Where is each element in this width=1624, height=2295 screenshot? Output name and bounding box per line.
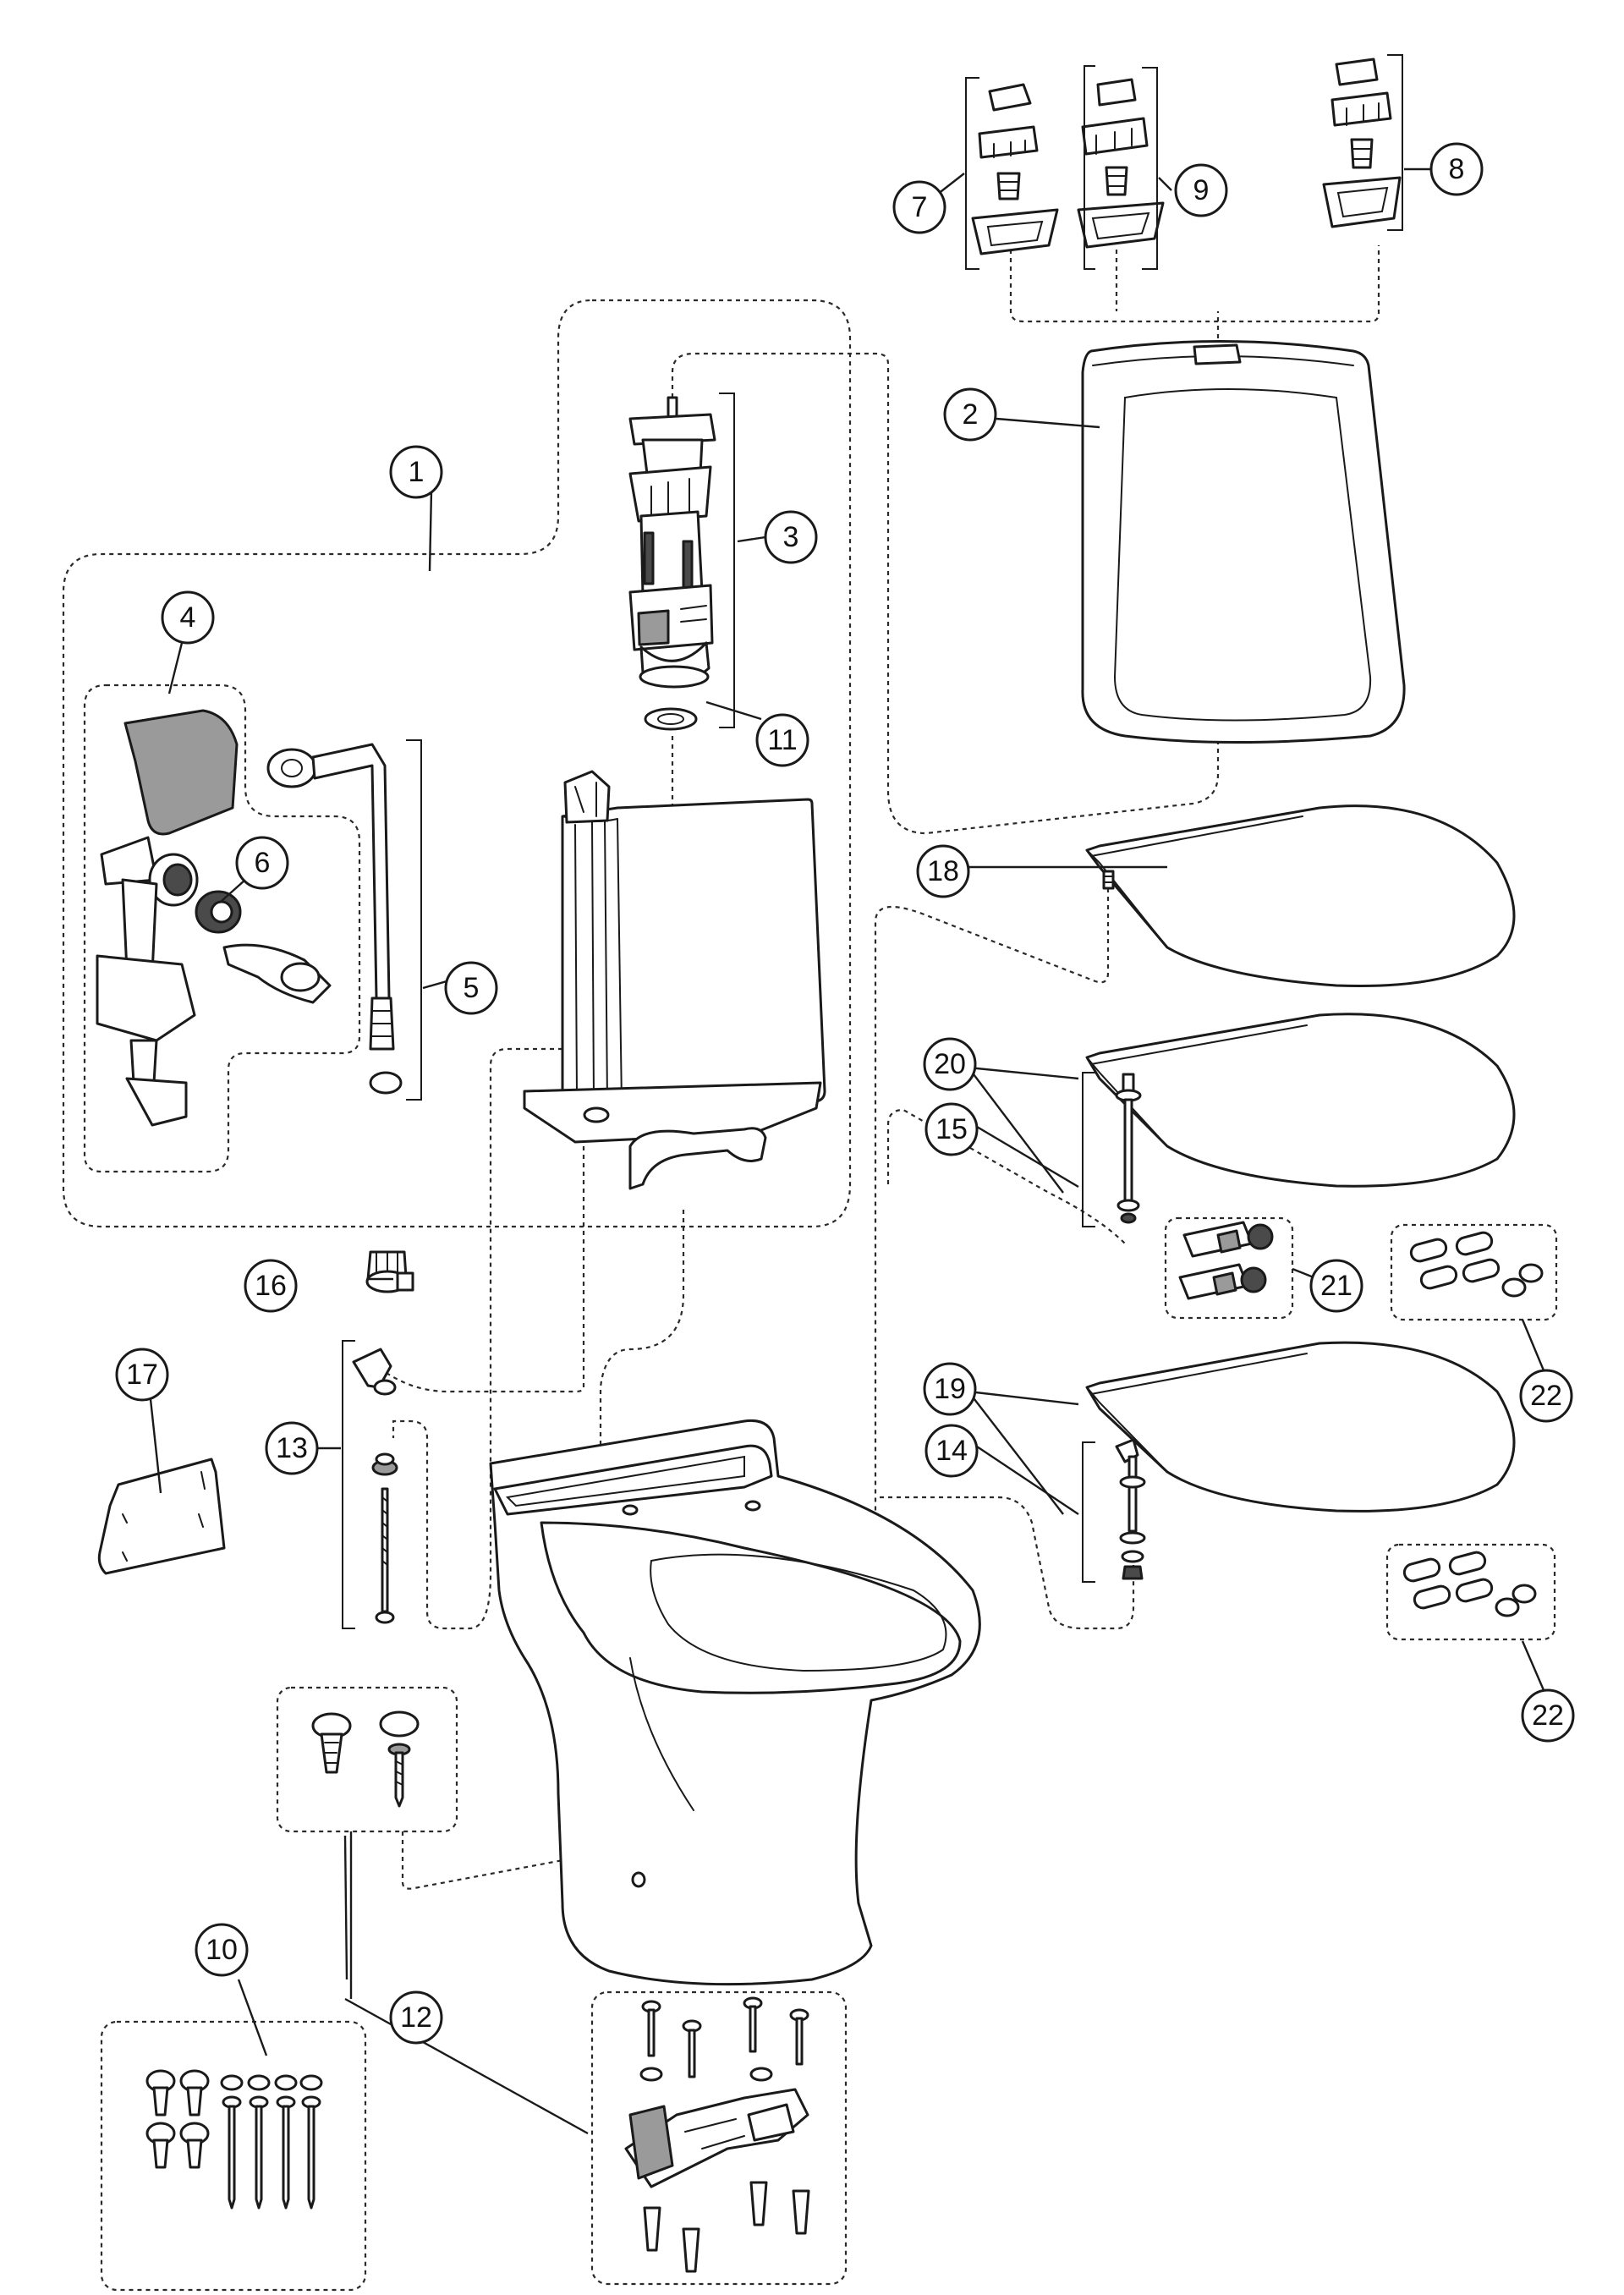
cistern-inner-tank <box>523 770 826 1190</box>
leader-lines <box>148 167 1545 2135</box>
part-21-adapters <box>1178 1221 1274 1300</box>
part-12-floor-fixings <box>624 1996 810 2273</box>
group-12-outline <box>590 1990 848 2286</box>
group-22a-outline <box>1390 1223 1558 1321</box>
callout-20: 20 <box>923 1037 977 1091</box>
callout-8: 8 <box>1429 142 1484 196</box>
brackets <box>342 54 1403 1629</box>
callout-10: 10 <box>195 1923 249 1977</box>
callout-9-label: 9 <box>1193 174 1210 206</box>
callout-7-label: 7 <box>912 191 928 223</box>
group-10-outline <box>100 2020 367 2292</box>
washer-11 <box>644 707 698 731</box>
callout-6: 6 <box>235 836 289 890</box>
callout-6-label: 6 <box>255 847 271 879</box>
callout-18-label: 18 <box>927 855 959 887</box>
callout-9: 9 <box>1174 163 1228 217</box>
callout-22a: 22 <box>1519 1369 1573 1423</box>
callout-16-label: 16 <box>255 1270 287 1302</box>
callout-22b: 22 <box>1521 1688 1575 1743</box>
seat-20 <box>1085 1013 1516 1188</box>
part-16-valve <box>365 1250 414 1293</box>
callout-10-label: 10 <box>206 1934 238 1966</box>
callout-11-label: 11 <box>767 724 797 756</box>
hinge-14 <box>1115 1438 1146 1580</box>
callout-22a-label: 22 <box>1530 1380 1562 1412</box>
flush-valve <box>628 396 716 731</box>
group-22b-outline <box>1385 1543 1556 1641</box>
group-12-small-outline <box>276 1686 458 1833</box>
group-4-outline <box>83 684 361 1173</box>
callout-13-label: 13 <box>276 1432 308 1464</box>
callout-8-label: 8 <box>1449 153 1465 185</box>
callout-15-label: 15 <box>935 1113 968 1145</box>
callout-17: 17 <box>115 1348 169 1402</box>
toilet-bowl <box>489 1419 981 1986</box>
part-10-fixings <box>145 2069 323 2210</box>
callout-3-label: 3 <box>783 521 799 553</box>
callout-19-label: 19 <box>934 1373 966 1405</box>
group-21-outline <box>1164 1216 1294 1320</box>
part-13-fixings <box>352 1348 398 1624</box>
callout-12: 12 <box>389 1990 443 2045</box>
callout-1-label: 1 <box>409 456 425 488</box>
callout-4: 4 <box>161 590 215 645</box>
seat-19 <box>1085 1341 1516 1513</box>
part-17-bracket <box>97 1458 226 1575</box>
callout-21-label: 21 <box>1320 1270 1352 1302</box>
callout-4-label: 4 <box>180 601 196 634</box>
callout-12-label: 12 <box>400 2001 432 2034</box>
callout-14-label: 14 <box>935 1435 968 1467</box>
hinge-15 <box>1115 1073 1142 1224</box>
callout-5-label: 5 <box>464 972 480 1004</box>
callout-5: 5 <box>444 961 498 1015</box>
callout-16: 16 <box>244 1259 298 1313</box>
push-button-7 <box>971 83 1059 255</box>
callout-14: 14 <box>924 1424 979 1478</box>
callout-21: 21 <box>1309 1259 1363 1313</box>
callout-3: 3 <box>764 510 818 564</box>
callout-15: 15 <box>924 1102 979 1156</box>
push-button-8 <box>1322 58 1402 228</box>
push-button-9 <box>1077 78 1165 249</box>
callout-1: 1 <box>389 445 443 499</box>
callout-18: 18 <box>916 844 970 898</box>
callout-22b-label: 22 <box>1532 1699 1564 1732</box>
callout-20-label: 20 <box>934 1048 966 1080</box>
part-22b-bumpers <box>1402 1551 1537 1617</box>
callout-2-label: 2 <box>963 398 979 431</box>
group-1-outline <box>62 299 852 1228</box>
fill-valve <box>96 709 403 1127</box>
seat-18 <box>1085 804 1516 988</box>
callout-17-label: 17 <box>126 1359 158 1391</box>
callout-2: 2 <box>943 387 997 442</box>
callout-11: 11 <box>755 713 809 767</box>
callout-13: 13 <box>265 1421 319 1475</box>
callout-7: 7 <box>892 180 946 234</box>
part-12-small-fixings <box>311 1710 420 1808</box>
group-outlines <box>62 299 1558 2292</box>
callout-19: 19 <box>923 1362 977 1416</box>
part-22a-bumpers <box>1409 1231 1544 1298</box>
cistern-lid <box>1081 340 1406 744</box>
